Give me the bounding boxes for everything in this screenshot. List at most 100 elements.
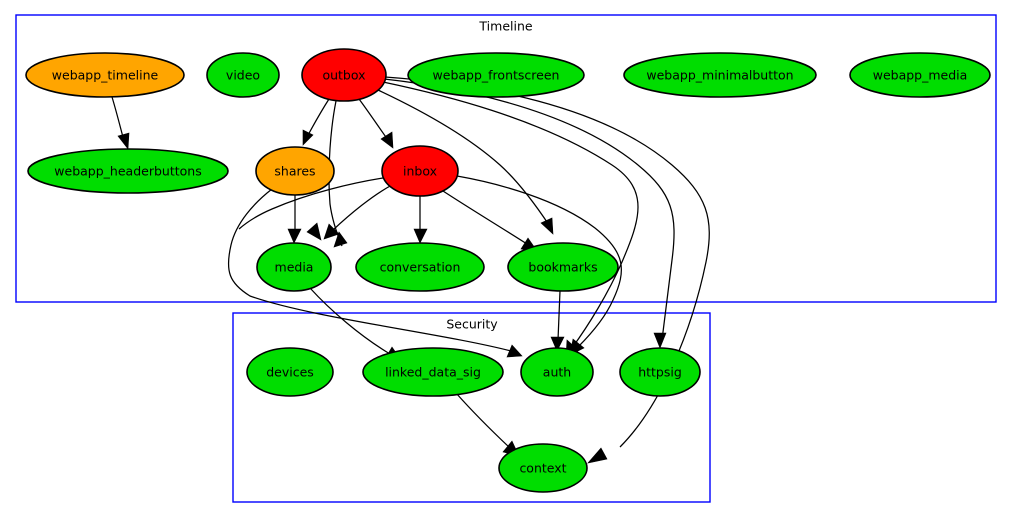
edge-line [306,98,330,138]
edge-line [332,184,393,231]
node-shape[interactable] [206,52,280,98]
node-webapp_media[interactable]: webapp_media [849,52,991,98]
edge-shares-auth [227,188,523,358]
node-shape[interactable] [25,52,185,98]
node-shape[interactable] [27,148,229,194]
node-webapp_headerbuttons[interactable]: webapp_headerbuttons [27,148,229,194]
node-label: inbox [403,164,437,179]
node-inbox[interactable]: inbox [381,145,459,197]
node-linked_data_sig[interactable]: linked_data_sig [362,347,504,397]
node-label: video [226,68,260,83]
node-shape[interactable] [623,52,817,98]
node-shape[interactable] [507,242,619,292]
edge-line [358,98,389,141]
edge-outbox-inbox [358,98,394,149]
node-shape[interactable] [498,443,588,493]
edge-line [557,290,561,341]
cluster-security-box [232,312,711,503]
edge-webapp_timeline-webapp_headerbuttons [111,96,130,150]
edge-line [309,287,391,355]
node-label: conversation [380,260,461,275]
node-conversation[interactable]: conversation [355,242,485,292]
node-webapp_minimalbutton[interactable]: webapp_minimalbutton [623,52,817,98]
edge-line [111,96,125,142]
edge-line [382,81,639,349]
edge-line [455,392,511,449]
node-label: shares [274,164,315,179]
node-shape[interactable] [256,242,332,292]
node-context[interactable]: context [498,443,588,493]
arrowhead-icon [302,129,314,146]
node-auth[interactable]: auth [520,347,594,397]
cluster-timeline-label: Timeline [478,19,532,34]
node-label: devices [266,365,314,380]
edge-outbox-shares [302,98,330,146]
node-video[interactable]: video [206,52,280,98]
arrowhead-icon [587,447,608,464]
clusters-layer: Timeline Security [15,14,997,503]
node-shape[interactable] [619,347,701,397]
arrowhead-icon [287,228,302,244]
cluster-timeline-box [15,14,997,303]
node-label: outbox [322,68,365,83]
node-shape[interactable] [362,347,504,397]
node-shares[interactable]: shares [255,146,335,196]
node-httpsig[interactable]: httpsig [619,347,701,397]
cluster-security-label: Security [446,317,498,332]
node-label: webapp_minimalbutton [646,68,793,83]
node-shape[interactable] [849,52,991,98]
edge-line [227,188,512,352]
node-shape[interactable] [520,347,594,397]
edge-inbox-conversation [413,196,428,244]
edge-media-linked_data_sig [309,287,402,361]
arrowhead-icon [306,222,322,241]
node-shape[interactable] [381,145,459,197]
edge-outbox-auth [382,81,639,357]
edge-line [383,78,675,341]
edge-bookmarks-auth [550,290,565,352]
node-label: auth [543,365,571,380]
edge-line [442,190,528,245]
node-label: webapp_media [873,68,968,83]
edge-line [238,177,384,230]
arrowhead-icon [506,344,523,358]
node-shape[interactable] [301,48,387,102]
node-shape[interactable] [407,52,585,98]
node-label: webapp_timeline [52,68,159,83]
arrowhead-icon [550,336,565,352]
edge-line [456,175,622,348]
node-label: linked_data_sig [385,365,481,380]
edge-inbox-bookmarks [442,190,538,252]
edge-outbox-bookmarks [377,89,554,235]
arrowhead-icon [413,228,428,244]
cluster-timeline: Timeline [15,14,997,303]
node-webapp_timeline[interactable]: webapp_timeline [25,52,185,98]
node-shape[interactable] [246,347,334,397]
node-label: media [275,260,314,275]
arrowhead-icon [380,131,394,149]
node-outbox[interactable]: outbox [301,48,387,102]
node-webapp_frontscreen[interactable]: webapp_frontscreen [407,52,585,98]
arrowhead-icon [333,231,348,248]
node-shape[interactable] [255,146,335,196]
edge-shares-media [287,195,302,244]
node-shape[interactable] [355,242,485,292]
arrowhead-icon [540,217,554,235]
node-label: webapp_frontscreen [433,68,560,83]
node-media[interactable]: media [256,242,332,292]
cluster-security: Security [232,312,711,503]
edge-line [377,89,550,226]
node-bookmarks[interactable]: bookmarks [507,242,619,292]
node-devices[interactable]: devices [246,347,334,397]
arrowhead-icon [323,223,340,240]
arrowhead-icon [117,132,130,150]
edge-outbox-httpsig [383,78,675,349]
edge-inbox-media-alt [238,177,384,241]
node-label: bookmarks [528,260,597,275]
node-label: webapp_headerbuttons [54,164,201,179]
node-label: httpsig [638,365,682,380]
edge-inbox-media [323,184,393,240]
edge-linked_data_sig-context [455,392,520,457]
